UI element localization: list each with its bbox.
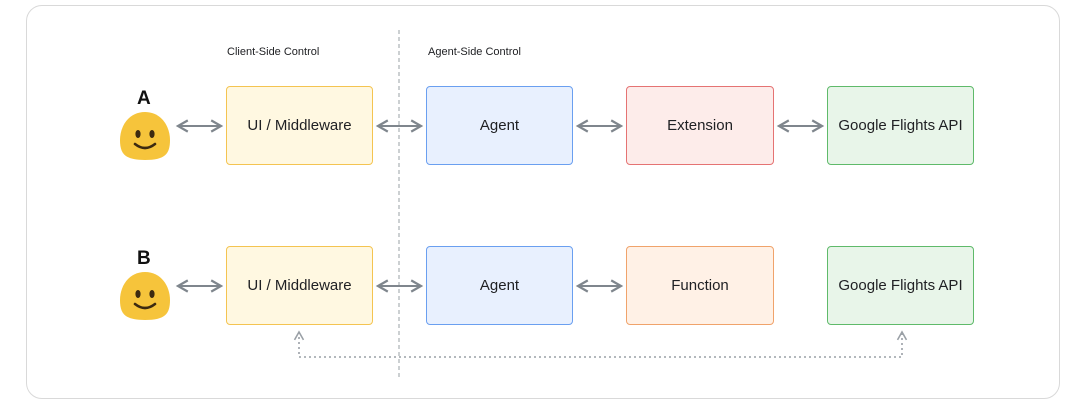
row-b-google-flights-api-label: Google Flights API [838, 276, 963, 294]
row-a-letter: A [137, 88, 151, 109]
row-a-google-flights-api-label: Google Flights API [838, 116, 963, 134]
row-a-agent-label: Agent [479, 116, 520, 134]
row-a-ui-middleware-label: UI / Middleware [247, 116, 352, 134]
row-a-extension-label: Extension [667, 116, 733, 134]
row-b-function-box: Function [626, 246, 774, 325]
row-a-extension-box: Extension [626, 86, 774, 165]
row-b-agent-label: Agent [479, 276, 520, 294]
row-b-ui-middleware-box: UI / Middleware [226, 246, 373, 325]
row-b-ui-middleware-label: UI / Middleware [247, 276, 352, 294]
row-a-ui-middleware-box: UI / Middleware [226, 86, 373, 165]
dotted-arrow-ui-to-api [293, 330, 908, 358]
row-b-agent-box: Agent [426, 246, 573, 325]
agent-side-control-label: Agent-Side Control [428, 46, 521, 58]
smiley-face-icon [120, 272, 170, 320]
client-side-control-label: Client-Side Control [227, 46, 320, 58]
row-a-google-flights-api-box: Google Flights API [827, 86, 974, 165]
row-b-google-flights-api-box: Google Flights API [827, 246, 974, 325]
smiley-face-icon [120, 112, 170, 160]
row-b-letter: B [137, 248, 151, 269]
row-a-agent-box: Agent [426, 86, 573, 165]
row-b-function-label: Function [671, 276, 729, 294]
